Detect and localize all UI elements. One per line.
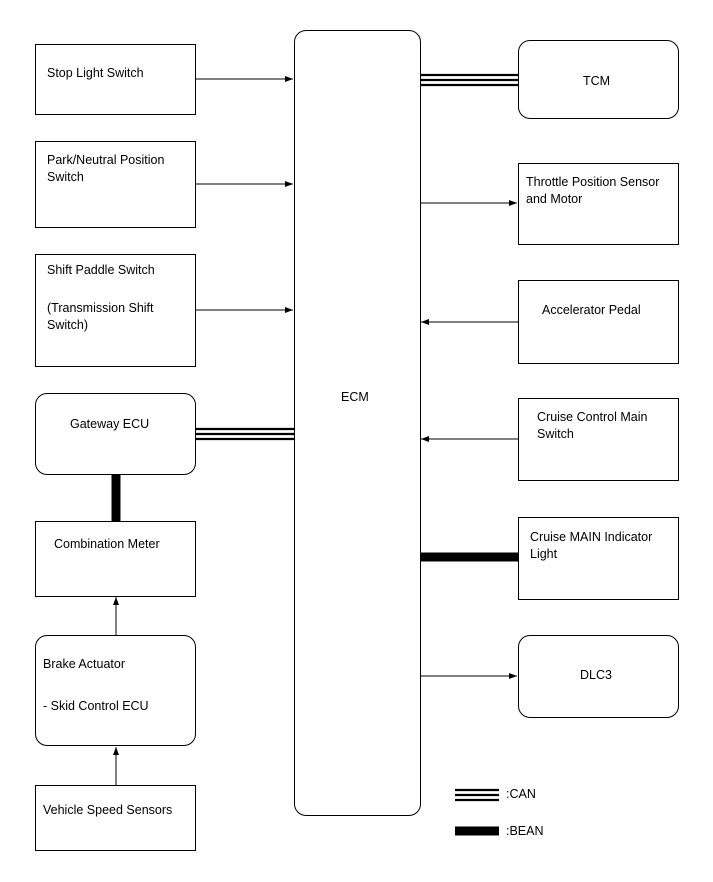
throttle-sensor-box: Throttle Position Sensor and Motor — [518, 163, 679, 245]
park-neutral-switch-label: Park/Neutral Position Switch — [47, 153, 165, 184]
tcm-label: TCM — [583, 74, 611, 88]
tcm-can-line — [421, 73, 518, 87]
vehicle-speed-sensors-box: Vehicle Speed Sensors — [35, 785, 196, 851]
legend-bean-label: :BEAN — [506, 824, 544, 838]
cruise-control-main-switch-box: Cruise Control Main Switch — [518, 398, 679, 481]
brake-actuator-subtitle: - Skid Control ECU — [43, 699, 149, 713]
throttle-sensor-label: Throttle Position Sensor and Motor — [526, 175, 660, 206]
dlc3-box: DLC3 — [518, 635, 679, 718]
dlc3-label: DLC3 — [580, 668, 612, 682]
tcm-box: TCM — [518, 40, 679, 119]
shift-paddle-switch-subtitle: (Transmission Shift Switch) — [47, 301, 154, 332]
brake-actuator-box: Brake Actuator - Skid Control ECU — [35, 635, 196, 746]
park-neutral-switch-box: Park/Neutral Position Switch — [35, 141, 196, 228]
stop-light-switch-box: Stop Light Switch — [35, 44, 196, 115]
brake-actuator-title: Brake Actuator — [43, 657, 125, 671]
legend-can-label: :CAN — [506, 787, 536, 801]
ecm-label: ECM — [341, 390, 369, 404]
shift-paddle-switch-box: Shift Paddle Switch (Transmission Shift … — [35, 254, 196, 367]
accelerator-pedal-box: Accelerator Pedal — [518, 280, 679, 364]
vehicle-speed-sensors-label: Vehicle Speed Sensors — [43, 803, 173, 817]
ecm-box: ECM — [294, 30, 421, 816]
stop-light-switch-label: Stop Light Switch — [47, 66, 144, 80]
shift-paddle-switch-title: Shift Paddle Switch — [47, 263, 155, 277]
cruise-main-indicator-box: Cruise MAIN Indicator Light — [518, 517, 679, 600]
accelerator-pedal-label: Accelerator Pedal — [542, 303, 641, 317]
gateway-ecu-label: Gateway ECU — [70, 417, 150, 431]
cruise-main-indicator-label: Cruise MAIN Indicator Light — [530, 530, 653, 561]
gateway-ecu-box: Gateway ECU — [35, 393, 196, 475]
legend-can-symbol — [455, 788, 499, 802]
combination-meter-label: Combination Meter — [54, 537, 160, 551]
cruise-control-main-switch-label: Cruise Control Main Switch — [537, 410, 648, 441]
gateway-can-line — [196, 427, 294, 441]
combination-meter-box: Combination Meter — [35, 521, 196, 597]
